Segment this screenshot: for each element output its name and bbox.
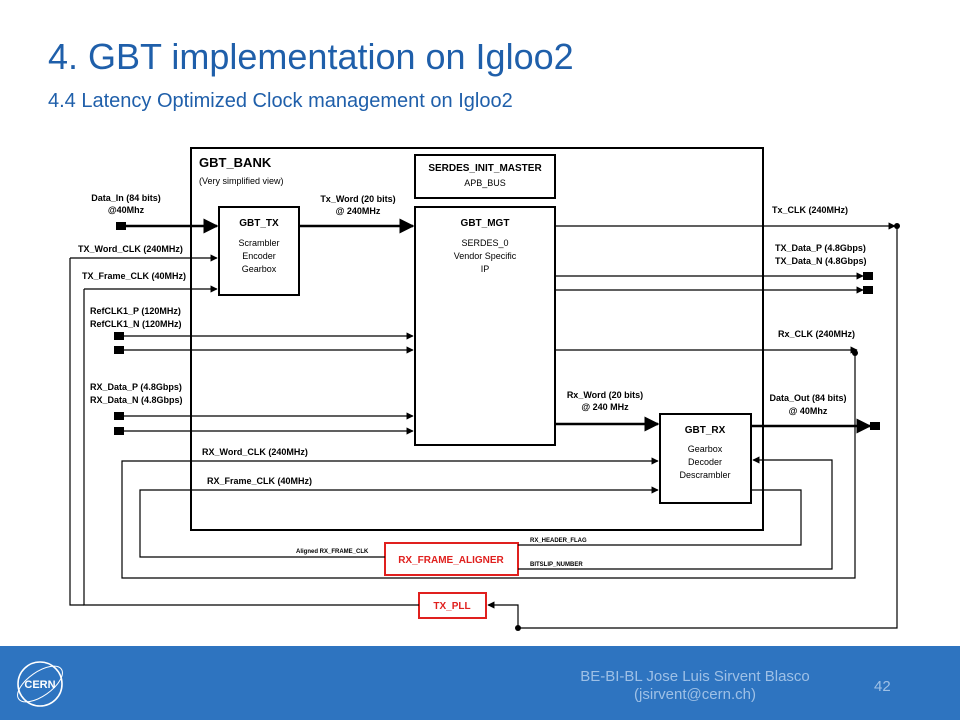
label-tx-data-n: TX_Data_N (4.8Gbps) (775, 256, 867, 266)
gbt-tx-line: Gearbox (242, 264, 277, 274)
gbt-bank-title: GBT_BANK (199, 155, 272, 170)
label-refclk-n: RefCLK1_N (120MHz) (90, 319, 182, 329)
label-data-out: Data_Out (84 bits) (769, 393, 846, 403)
serdes-init-block (414, 154, 556, 199)
label-refclk-p: RefCLK1_P (120MHz) (90, 306, 181, 316)
gbt-rx-block (659, 413, 752, 504)
label-rx-word: Rx_Word (20 bits) (567, 390, 643, 400)
gbt-mgt-line: SERDES_0 (461, 238, 508, 248)
gbt-rx-line: Decoder (688, 457, 722, 467)
label-tx-word: Tx_Word (20 bits) (320, 194, 395, 204)
serdes-init-title: SERDES_INIT_MASTER (428, 163, 542, 174)
serdes-init-sub: APB_BUS (464, 178, 506, 188)
cern-logo-icon: CERN (17, 661, 63, 707)
label-aligned-rx-frame-clk: Aligned RX_FRAME_CLK (296, 549, 369, 555)
gbt-tx-line: Scrambler (238, 238, 279, 248)
gbt-bank-subtitle: (Very simplified view) (199, 176, 284, 186)
rx-frame-aligner-title: RX_FRAME_ALIGNER (398, 555, 504, 566)
slide-subtitle: 4.4 Latency Optimized Clock management o… (48, 90, 513, 112)
gbt-tx-block (218, 206, 300, 296)
gbt-rx-line: Gearbox (688, 444, 723, 454)
gbt-rx-line: Descrambler (679, 470, 730, 480)
gbt-rx-title: GBT_RX (685, 425, 726, 436)
label-tx-word: @ 240MHz (336, 206, 381, 216)
author-email: (jsirvent@cern.ch) (634, 686, 756, 703)
gbt-tx-line: Encoder (242, 251, 276, 261)
footer-bar: CERN BE-BI-BL Jose Luis Sirvent Blasco (… (0, 646, 960, 720)
gbt-mgt-title: GBT_MGT (461, 218, 510, 229)
label-rx-word: @ 240 MHz (581, 402, 629, 412)
gbt-mgt-line: Vendor Specific (454, 251, 517, 261)
label-tx-frame-clk: TX_Frame_CLK (40MHz) (82, 271, 186, 281)
gbt-bank-block (190, 147, 764, 531)
footer-author: BE-BI-BL Jose Luis Sirvent Blasco (jsirv… (540, 668, 850, 704)
label-tx-data-p: TX_Data_P (4.8Gbps) (775, 243, 866, 253)
label-tx-word-clk: TX_Word_CLK (240MHz) (78, 244, 183, 254)
gbt-clock-diagram: GBT_BANK (Very simplified view) SERDES_I… (69, 147, 900, 631)
label-rx-data-n: RX_Data_N (4.8Gbps) (90, 395, 183, 405)
page-number: 42 (874, 678, 891, 695)
gbt-tx-title: GBT_TX (239, 218, 279, 229)
label-tx-clk: Tx_CLK (240MHz) (772, 205, 848, 215)
rx-frame-aligner-block (384, 542, 519, 576)
label-data-in: @40Mhz (108, 205, 145, 215)
author-name: BE-BI-BL Jose Luis Sirvent Blasco (580, 668, 810, 685)
slide-title: 4. GBT implementation on Igloo2 (48, 36, 574, 77)
label-rx-clk: Rx_CLK (240MHz) (778, 329, 855, 339)
label-rx-word-clk: RX_Word_CLK (240MHz) (202, 447, 308, 457)
label-rx-frame-clk: RX_Frame_CLK (40MHz) (207, 476, 312, 486)
label-data-out: @ 40Mhz (789, 406, 828, 416)
label-data-in: Data_In (84 bits) (91, 193, 161, 203)
label-bitslip-number: BITSLIP_NUMBER (530, 562, 583, 568)
tx-pll-title: TX_PLL (433, 601, 470, 612)
label-rx-header-flag: RX_HEADER_FLAG (530, 538, 587, 544)
gbt-mgt-line: IP (481, 264, 490, 274)
label-rx-data-p: RX_Data_P (4.8Gbps) (90, 382, 182, 392)
gbt-mgt-block (414, 206, 556, 446)
logo-text: CERN (24, 679, 55, 691)
